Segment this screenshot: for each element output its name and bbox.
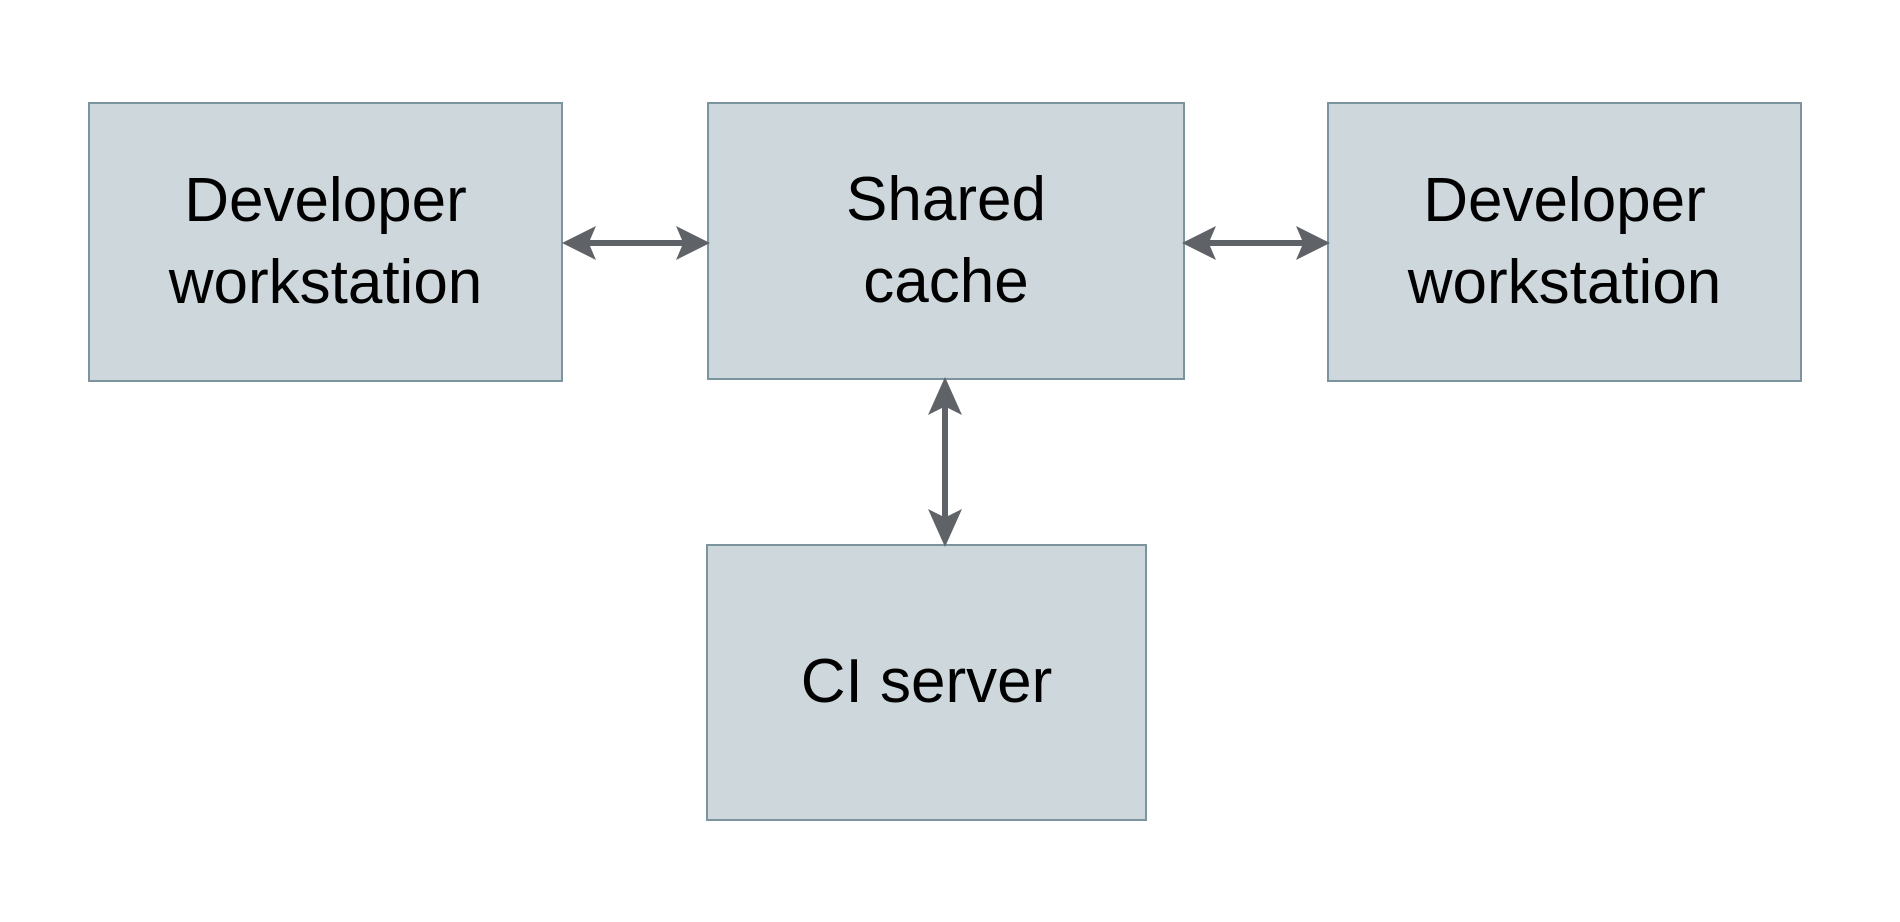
double-arrow-icon [1182, 226, 1330, 260]
node-label: CI server [800, 647, 1053, 717]
node-label: Developer workstation [1407, 165, 1722, 317]
double-arrow-icon-vertical [928, 377, 962, 547]
node-developer-workstation-left[interactable]: Developer workstation [88, 102, 563, 382]
connector-shared-cache-to-ci-server[interactable] [914, 375, 976, 549]
node-developer-workstation-right[interactable]: Developer workstation [1327, 102, 1802, 382]
connector-dev-left-to-shared-cache[interactable] [560, 212, 712, 274]
double-arrow-icon [562, 226, 710, 260]
node-label: Shared cache [846, 164, 1046, 316]
connector-shared-cache-to-dev-right[interactable] [1180, 212, 1332, 274]
node-shared-cache[interactable]: Shared cache [707, 102, 1185, 380]
node-ci-server[interactable]: CI server [706, 544, 1147, 821]
node-label: Developer workstation [168, 165, 483, 317]
